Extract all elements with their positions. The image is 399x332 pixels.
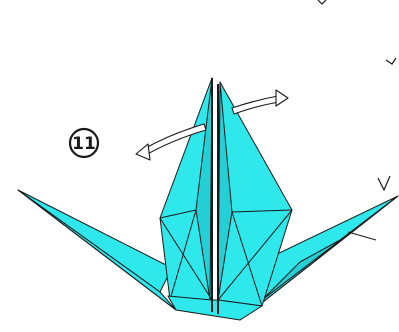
left-wing: [18, 190, 176, 310]
step-number-label: 11: [72, 134, 96, 154]
cropped-marks: [318, 0, 396, 190]
step-number-badge: 11: [70, 129, 98, 157]
curved-arrow-right-icon: [232, 96, 279, 114]
cropped-mark-right: [386, 58, 396, 64]
cropped-mark-top: [318, 0, 326, 4]
left-wing-upper: [18, 190, 172, 292]
left-wing-fold-line: [18, 190, 176, 310]
cropped-arrowhead-right: [378, 176, 390, 190]
right-wing-crease-tick: [348, 232, 376, 240]
curved-arrow-right-head: [276, 90, 288, 106]
curved-arrow-left-head: [136, 144, 150, 160]
